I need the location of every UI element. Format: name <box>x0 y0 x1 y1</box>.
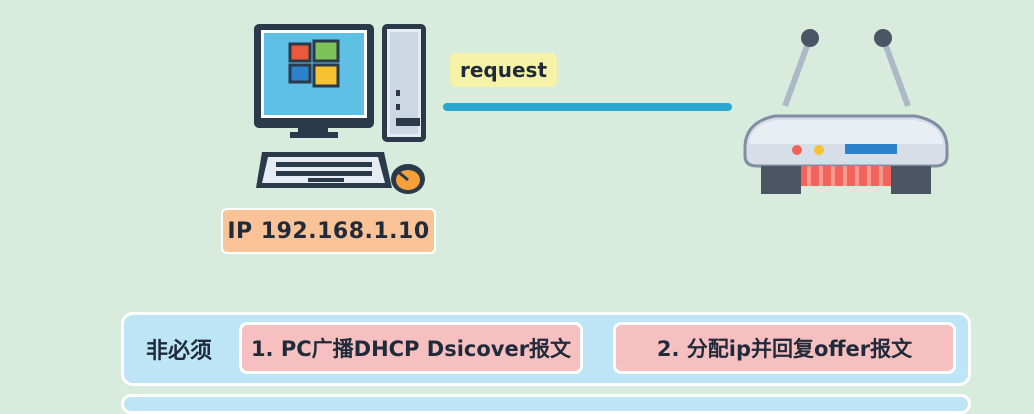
request-label: request <box>450 53 558 87</box>
step-box: 2. 分配ip并回复offer报文 <box>613 322 956 374</box>
desktop-computer-icon <box>254 24 426 194</box>
steps-panel-title: 非必须 <box>146 339 213 364</box>
router-icon <box>743 29 949 194</box>
step-box: 1. PC广播DHCP Dsicover报文 <box>239 322 583 374</box>
request-arrow-line <box>443 103 732 111</box>
ip-address-badge: IP 192.168.1.10 <box>221 208 436 254</box>
second-steps-panel <box>121 394 971 414</box>
